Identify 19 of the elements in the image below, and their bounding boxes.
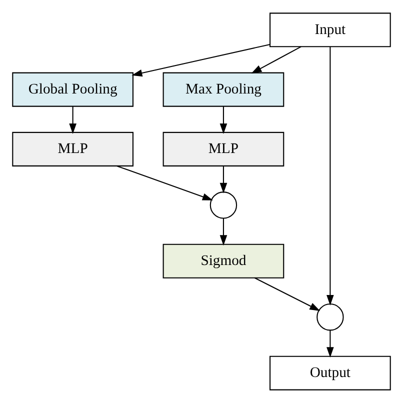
arrow [251, 46, 302, 74]
node-box: MLP [12, 132, 134, 166]
node-box: Max Pooling [162, 72, 284, 107]
node-box: Global Pooling [12, 72, 134, 107]
node-circle [316, 304, 344, 331]
arrow [220, 106, 228, 134]
node-circle [210, 192, 238, 219]
arrow [116, 165, 213, 200]
arrow [254, 277, 320, 311]
node-box: MLP [162, 132, 284, 166]
node-box: Output [270, 356, 391, 390]
arrow [220, 218, 228, 246]
arrow [326, 330, 334, 358]
arrow [132, 44, 270, 77]
node-box: Input [270, 12, 391, 48]
arrow [220, 166, 228, 194]
arrow [69, 106, 76, 134]
arrow [326, 47, 334, 306]
node-box: Sigmod [162, 244, 284, 278]
